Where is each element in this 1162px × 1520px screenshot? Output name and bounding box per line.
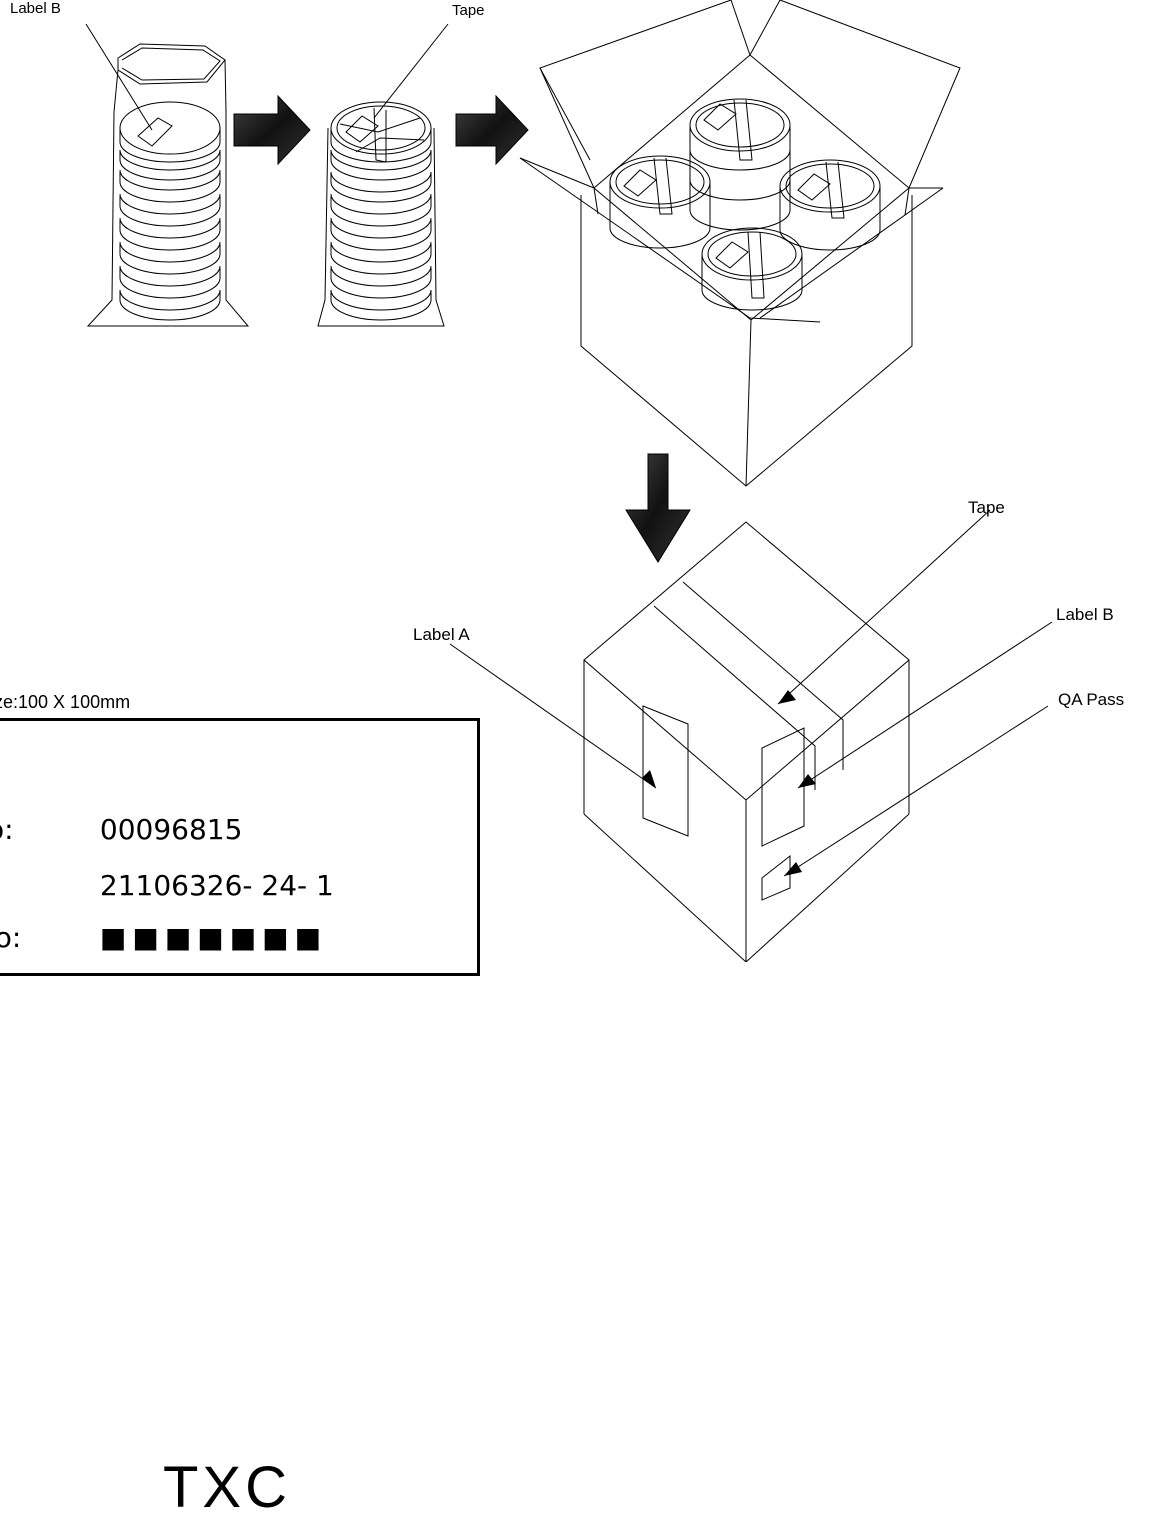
brand-logo: TXC [163, 1455, 291, 1520]
reel-stack-taped [317, 101, 445, 327]
open-carton [519, 0, 961, 487]
callout-tape-box: Tape [968, 498, 1005, 517]
closed-carton [583, 521, 910, 962]
arrow-right-1 [233, 94, 311, 166]
label-card: TXC o: 00096815 : 21106326- 24- 1 lo: ■■… [0, 718, 480, 1517]
qa-pass-box [761, 854, 791, 901]
arrow-down [625, 453, 691, 563]
label-b-box [761, 727, 805, 847]
arrow-right-2 [455, 94, 529, 166]
label-a-box [642, 705, 689, 837]
label-size-caption: ze:100 X 100mm [0, 692, 131, 712]
callout-label-b-box: Label B [1056, 605, 1114, 624]
label-row-1: o: 00096815 [0, 813, 242, 846]
label-row-value: ■■■■■■■ [99, 921, 328, 954]
label-row-key: : [0, 869, 47, 902]
label-b-on-reel [137, 117, 173, 147]
reel-stack-bagged [86, 43, 250, 327]
label-row-value: 00096815 [99, 813, 243, 846]
callout-label-b-top: Label B [10, 0, 61, 17]
label-row-3: lo: ■■■■■■■ [0, 921, 327, 954]
label-row-key: lo: [0, 921, 22, 954]
callout-label-a: Label A [413, 625, 470, 644]
label-row-value: 21106326- 24- 1 [99, 869, 334, 902]
label-row-2: : 21106326- 24- 1 [0, 869, 334, 902]
callout-tape-top: Tape [452, 2, 485, 19]
label-row-key: o: [0, 813, 14, 846]
callout-qa-pass: QA Pass [1058, 690, 1125, 709]
packing-diagram [85, 0, 1053, 962]
